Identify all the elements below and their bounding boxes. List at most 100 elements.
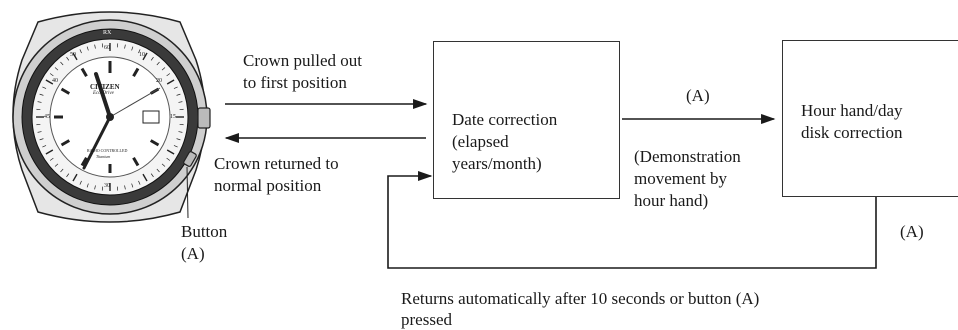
hour-marker bbox=[132, 67, 140, 78]
bezel-label-45: 45 bbox=[44, 114, 50, 120]
box-hour-hand-line-1: Hour hand/day bbox=[801, 101, 903, 120]
second-hand bbox=[109, 87, 161, 118]
minute-tick bbox=[94, 44, 96, 49]
minute-tick bbox=[166, 157, 171, 161]
hour-marker bbox=[60, 139, 71, 147]
box-date-correction: Date correction (elapsed years/month) bbox=[433, 41, 620, 199]
watch-illustration bbox=[12, 11, 211, 223]
minute-tick bbox=[72, 173, 78, 182]
minute-ticks bbox=[36, 43, 184, 191]
bezel-label-40: 40 bbox=[52, 78, 58, 84]
watch-material: Titanium bbox=[96, 154, 111, 159]
minute-tick bbox=[142, 52, 148, 61]
label-crown-pulled-2: to first position bbox=[243, 73, 347, 92]
hour-marker bbox=[132, 156, 140, 167]
minute-tick bbox=[60, 61, 64, 66]
label-crown-returned-1: Crown returned to bbox=[214, 154, 339, 173]
minute-tick bbox=[178, 101, 183, 103]
minute-tick bbox=[49, 73, 54, 77]
minute-tick bbox=[72, 52, 78, 61]
minute-tick bbox=[54, 67, 59, 71]
minute-tick bbox=[150, 56, 154, 61]
minute-tick bbox=[60, 168, 64, 173]
bezel-label-20: 20 bbox=[156, 78, 162, 84]
minute-tick bbox=[166, 149, 175, 155]
minute-tick bbox=[142, 173, 148, 182]
minute-tick bbox=[54, 163, 59, 167]
minute-tick bbox=[45, 149, 54, 155]
label-demonstration-1: (Demonstration bbox=[634, 147, 741, 166]
minute-tick bbox=[49, 157, 54, 161]
label-crown-pulled-1: Crown pulled out bbox=[243, 51, 362, 70]
minute-tick bbox=[138, 180, 141, 185]
minute-tick bbox=[86, 183, 89, 188]
minute-tick bbox=[79, 180, 82, 185]
minute-tick bbox=[161, 163, 166, 167]
bezel-label-15: 15 bbox=[170, 114, 176, 120]
minute-tick bbox=[37, 131, 42, 133]
crown bbox=[197, 107, 211, 129]
arrow-return-loop bbox=[387, 170, 877, 269]
minute-tick bbox=[39, 93, 44, 96]
hour-marker bbox=[149, 139, 160, 147]
minute-hand bbox=[82, 115, 112, 170]
minute-tick bbox=[79, 49, 82, 54]
minute-tick bbox=[94, 185, 96, 190]
box-date-correction-line-3: years/month) bbox=[452, 154, 542, 173]
label-crown-returned-2: normal position bbox=[214, 176, 322, 195]
minute-tick bbox=[86, 46, 89, 51]
minute-tick bbox=[124, 44, 126, 49]
watch-dial-text: RADIO CONTROLLED bbox=[87, 148, 128, 153]
box-date-correction-line-2: (elapsed bbox=[452, 132, 509, 151]
label-returns-note-2: pressed bbox=[401, 310, 452, 329]
box-hour-hand-line-2: disk correction bbox=[801, 123, 903, 142]
minute-tick bbox=[176, 138, 181, 141]
hand-pivot bbox=[106, 113, 114, 121]
minute-tick bbox=[42, 86, 47, 89]
minute-tick bbox=[166, 79, 175, 85]
watch-brand: CITIZEN bbox=[90, 83, 120, 91]
minute-tick bbox=[42, 145, 47, 148]
minute-tick bbox=[178, 131, 183, 133]
bezel-label-10: 10 bbox=[139, 52, 145, 58]
box-hour-hand-correction: Hour hand/day disk correction bbox=[782, 40, 958, 197]
minute-tick bbox=[39, 138, 44, 141]
minute-tick bbox=[156, 61, 160, 66]
label-button-2: (A) bbox=[181, 244, 205, 263]
bezel-label-60: 60 bbox=[104, 45, 110, 51]
hour-hand bbox=[94, 72, 112, 119]
button-pointer-line bbox=[186, 166, 189, 219]
date-window bbox=[142, 110, 160, 124]
minute-tick bbox=[37, 101, 42, 103]
bezel-label-rx: RX bbox=[103, 30, 112, 36]
minute-tick bbox=[45, 79, 54, 85]
minute-tick bbox=[138, 49, 141, 54]
label-arrow-a-top: (A) bbox=[686, 86, 710, 105]
minute-tick bbox=[176, 93, 181, 96]
minute-tick bbox=[156, 168, 160, 173]
label-demonstration-3: hour hand) bbox=[634, 191, 709, 210]
label-demonstration-2: movement by bbox=[634, 169, 728, 188]
minute-tick bbox=[66, 56, 70, 61]
minute-tick bbox=[131, 183, 134, 188]
hour-marker bbox=[80, 156, 88, 167]
minute-tick bbox=[124, 185, 126, 190]
bezel-label-30: 30 bbox=[104, 183, 110, 189]
watch-line: Eco-Drive bbox=[93, 91, 114, 96]
minute-tick bbox=[173, 86, 178, 89]
box-date-correction-line-1: Date correction bbox=[452, 110, 558, 129]
label-returns-note-1: Returns automatically after 10 seconds o… bbox=[401, 289, 760, 308]
label-button-1: Button bbox=[181, 222, 228, 241]
minute-tick bbox=[131, 46, 134, 51]
minute-tick bbox=[66, 173, 70, 178]
bezel-label-50: 50 bbox=[70, 52, 76, 58]
minute-tick bbox=[161, 67, 166, 71]
minute-tick bbox=[166, 73, 171, 77]
hour-marker bbox=[60, 87, 71, 95]
label-arrow-a-return: (A) bbox=[900, 222, 924, 241]
button-a bbox=[183, 151, 197, 167]
minute-tick bbox=[150, 173, 154, 178]
minute-tick bbox=[173, 145, 178, 148]
hour-marker bbox=[80, 67, 88, 78]
